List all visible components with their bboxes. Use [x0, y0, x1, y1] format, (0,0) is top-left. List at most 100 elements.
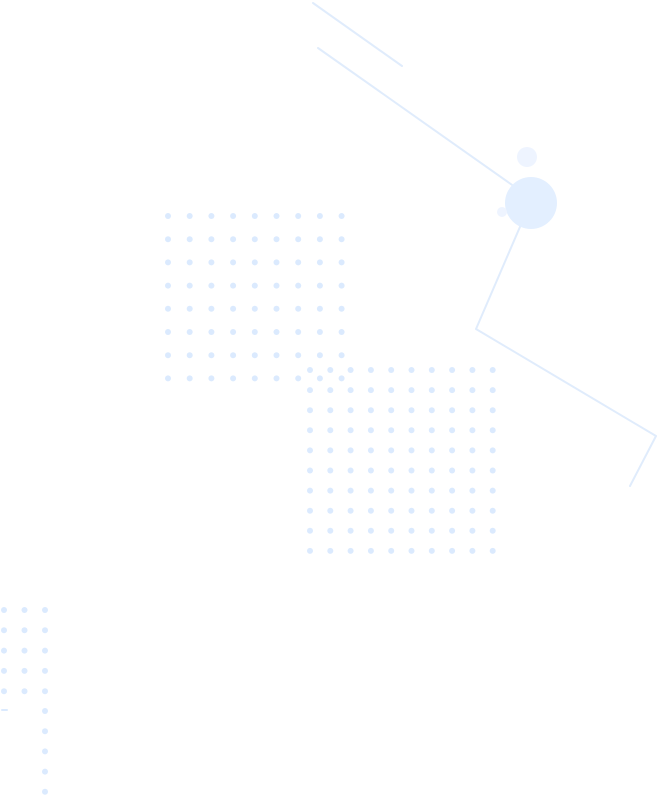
decor-dot: [316, 352, 323, 359]
decor-dot: [273, 352, 280, 359]
decor-dot: [338, 282, 345, 289]
decor-dot: [469, 487, 476, 494]
decor-dot: [208, 375, 215, 382]
decor-dot: [230, 213, 237, 219]
decor-dot: [186, 282, 193, 289]
decor-dot: [42, 647, 48, 654]
decor-dot: [165, 375, 171, 382]
decor-dot: [428, 367, 435, 373]
decor-dot: [489, 507, 496, 514]
decor-dot: [408, 447, 415, 454]
decor-dot: [367, 547, 374, 554]
dot-grid-upper-left: [165, 213, 345, 382]
decor-dot: [42, 728, 48, 735]
decor-dot: [327, 487, 334, 494]
decor-dot: [489, 367, 496, 373]
decor-dot: [307, 427, 313, 434]
decor-dot: [367, 407, 374, 414]
decor-dot: [230, 282, 237, 289]
decor-dot: [208, 282, 215, 289]
decor-dot: [367, 507, 374, 514]
decor-dot: [316, 259, 323, 266]
decor-line-top-short: [312, 2, 403, 67]
decor-circle-tiny-left: [497, 207, 507, 217]
decor-dot: [327, 427, 334, 434]
decor-dot: [165, 352, 171, 359]
decor-dot: [273, 375, 280, 382]
decor-dot: [165, 282, 171, 289]
decor-dot: [347, 507, 354, 514]
decor-dot: [230, 352, 237, 359]
decor-dot: [408, 467, 415, 474]
decor-dot: [273, 259, 280, 266]
decor-dot: [273, 213, 280, 219]
decor-dot: [42, 768, 48, 775]
decor-dot: [307, 527, 313, 534]
decor-dot: [316, 375, 323, 382]
decor-dot: [186, 305, 193, 312]
decor-dot: [251, 305, 258, 312]
decor-dot: [316, 213, 323, 219]
decor-dot: [489, 407, 496, 414]
decor-dot: [230, 329, 237, 335]
dot-grid-center: [307, 367, 496, 554]
decor-dot: [295, 282, 302, 289]
decor-dot: [489, 487, 496, 494]
decor-dot: [186, 352, 193, 359]
decor-dot: [489, 547, 496, 554]
decor-dot: [295, 259, 302, 266]
decor-dot: [307, 547, 313, 554]
decor-dot: [273, 282, 280, 289]
decor-dot: [21, 607, 28, 613]
decor-dot: [251, 329, 258, 335]
decor-dot: [327, 527, 334, 534]
decor-dot: [338, 352, 345, 359]
decor-dot: [42, 627, 48, 634]
decor-dot: [186, 213, 193, 219]
decor-dot: [428, 447, 435, 454]
decor-dot: [449, 387, 456, 394]
decor-dot: [230, 236, 237, 243]
decor-dot: [316, 282, 323, 289]
decor-dot: [307, 487, 313, 494]
decor-dot: [449, 447, 456, 454]
decor-dot: [469, 447, 476, 454]
decor-dot: [208, 213, 215, 219]
decor-dot: [408, 427, 415, 434]
decor-dot: [338, 213, 345, 219]
decor-dot: [449, 487, 456, 494]
decor-dot: [388, 407, 395, 414]
decor-dot: [21, 647, 28, 654]
decor-dot: [388, 527, 395, 534]
decor-dot: [367, 447, 374, 454]
decor-dot: [489, 467, 496, 474]
decor-dot: [316, 305, 323, 312]
decor-dot: [428, 427, 435, 434]
decor-dot: [449, 547, 456, 554]
decor-dot: [347, 447, 354, 454]
decor-dot: [316, 236, 323, 243]
decor-dot: [327, 447, 334, 454]
decor-dot: [208, 352, 215, 359]
decor-dot: [449, 527, 456, 534]
decor-dot: [388, 487, 395, 494]
decor-dot: [367, 387, 374, 394]
decor-dot: [251, 236, 258, 243]
decor-dot: [449, 407, 456, 414]
decor-dot: [469, 527, 476, 534]
decor-dot: [449, 507, 456, 514]
decor-dot: [251, 375, 258, 382]
decor-dot: [42, 607, 48, 613]
decor-dot: [338, 329, 345, 335]
decor-dot: [408, 407, 415, 414]
decor-dot: [42, 748, 48, 755]
decor-dot: [338, 375, 345, 382]
decor-dot: [273, 305, 280, 312]
decor-dot: [469, 427, 476, 434]
decor-dot: [489, 527, 496, 534]
decor-dot: [327, 407, 334, 414]
decor-dot: [408, 527, 415, 534]
decor-dot: [186, 259, 193, 266]
